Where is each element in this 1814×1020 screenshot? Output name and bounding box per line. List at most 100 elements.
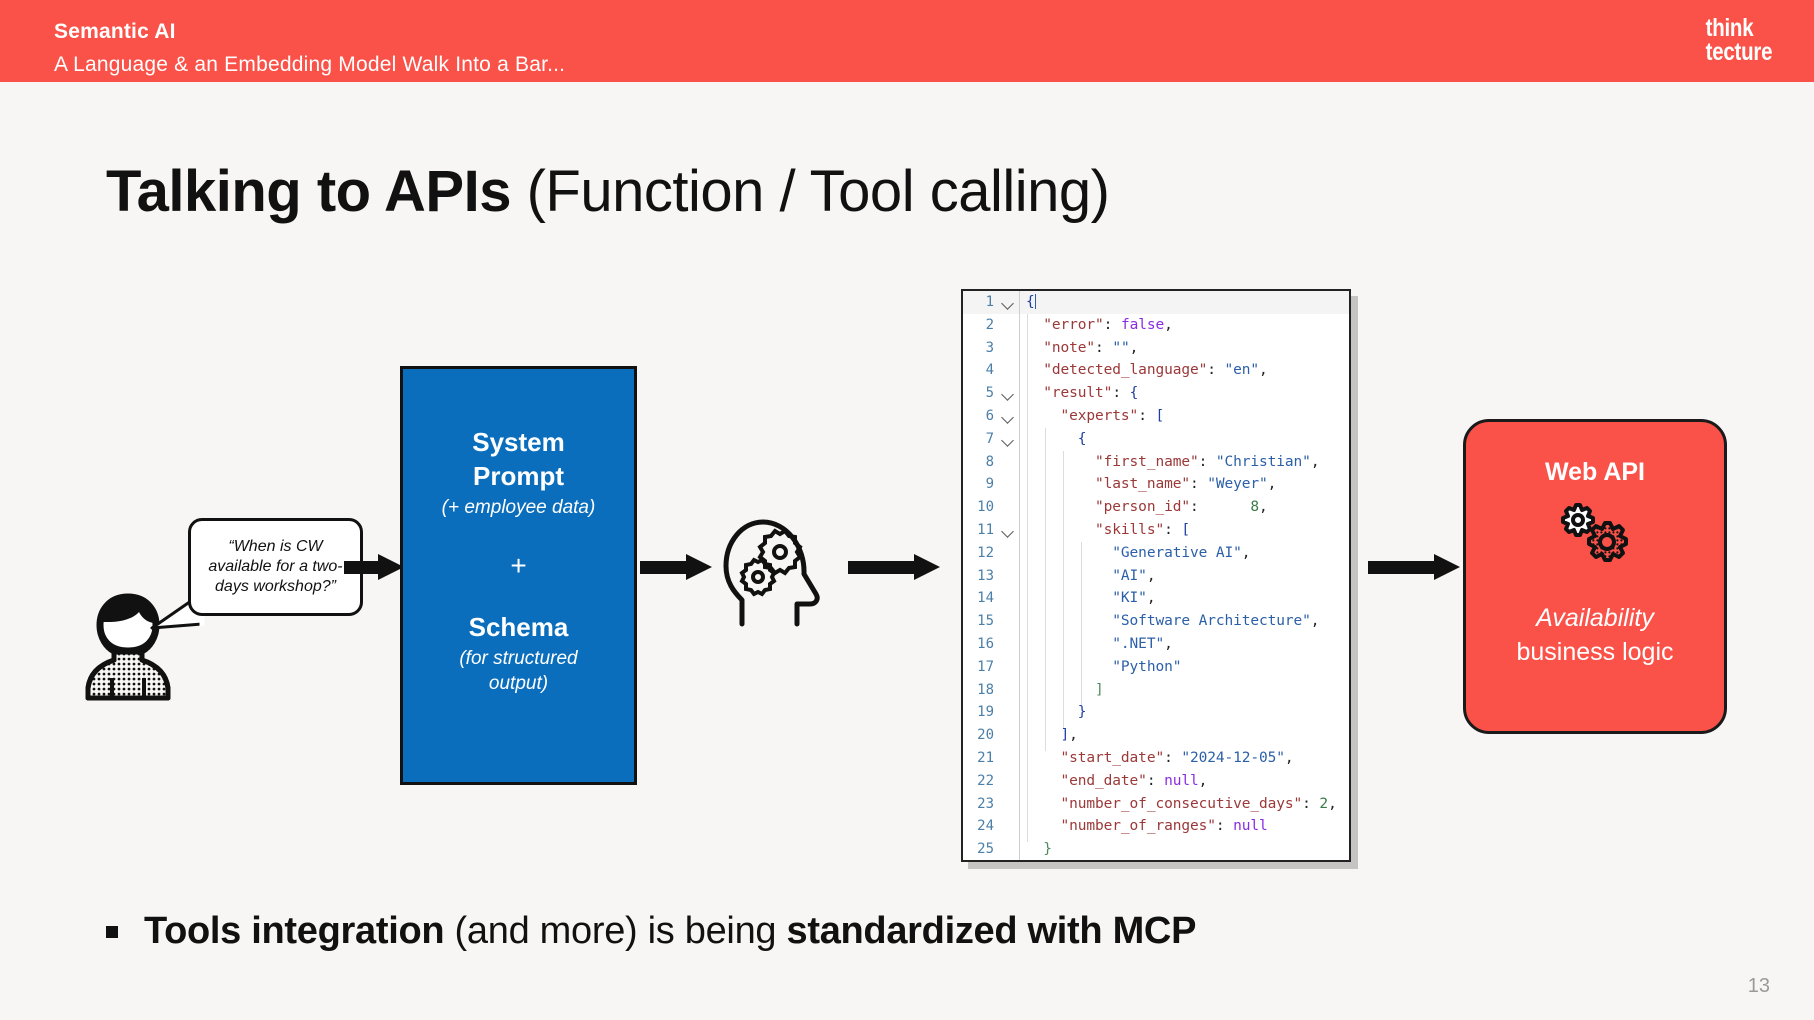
fold-chevron-icon[interactable] <box>999 382 1019 405</box>
code-text: "experts": [ <box>1026 407 1165 424</box>
code-line[interactable]: 4 "detected_language": "en", <box>963 359 1349 383</box>
gutter-separator <box>1019 450 1020 474</box>
code-line[interactable]: 6 "experts": [ <box>963 404 1349 428</box>
line-number: 12 <box>977 544 994 561</box>
plus-separator: + <box>510 550 527 581</box>
fold-spacer <box>999 793 1019 816</box>
logo-line-1: think <box>1705 14 1754 42</box>
code-line[interactable]: 10 "person_id": 8, <box>963 496 1349 519</box>
line-number: 23 <box>977 795 994 812</box>
schema-sub-line-1: (for structured <box>459 648 578 669</box>
code-line[interactable]: 19 } <box>963 701 1349 725</box>
gutter-separator <box>1019 382 1020 405</box>
code-text: "detected_language": "en", <box>1026 362 1268 379</box>
code-text: "Software Architecture", <box>1026 613 1320 630</box>
gutter-separator <box>1019 655 1020 679</box>
code-text: "error": false, <box>1026 316 1173 333</box>
bullet-bold-1: Tools integration <box>144 910 445 952</box>
code-line[interactable]: 14 "KI", <box>963 587 1349 611</box>
code-line[interactable]: 15 "Software Architecture", <box>963 610 1349 633</box>
gutter-separator <box>1019 724 1020 747</box>
fold-spacer <box>999 679 1019 702</box>
gutter-separator <box>1019 336 1020 360</box>
code-line[interactable]: 16 ".NET", <box>963 632 1349 656</box>
fold-spacer <box>999 610 1019 633</box>
fold-spacer <box>999 701 1019 724</box>
fold-spacer <box>999 724 1019 747</box>
code-line[interactable]: 9 "last_name": "Weyer", <box>963 473 1349 497</box>
code-line[interactable]: 8 "first_name": "Christian", <box>963 450 1349 474</box>
line-number: 10 <box>977 499 994 516</box>
page-number: 13 <box>1747 975 1770 997</box>
arrow-code-to-api <box>1368 554 1460 580</box>
bullet-regular: (and more) is being <box>444 910 787 952</box>
fold-spacer <box>999 473 1019 496</box>
fold-spacer <box>999 815 1019 838</box>
code-line[interactable]: 24 "number_of_ranges": null <box>963 815 1349 839</box>
code-line[interactable]: 13 "AI", <box>963 564 1349 588</box>
line-number: 4 <box>985 362 994 379</box>
code-text: } <box>1026 841 1052 858</box>
code-line[interactable]: 3 "note": "", <box>963 336 1349 360</box>
fold-spacer <box>999 747 1019 770</box>
gutter-separator <box>1019 427 1020 451</box>
code-line[interactable]: 18 ] <box>963 678 1349 702</box>
line-number: 19 <box>977 704 994 721</box>
line-number: 24 <box>977 818 994 835</box>
gutter-separator <box>1019 359 1020 383</box>
code-line[interactable]: 23 "number_of_consecutive_days": 2, <box>963 792 1349 816</box>
head-with-gears-icon <box>718 512 836 630</box>
code-line[interactable]: 21 "start_date": "2024-12-05", <box>963 746 1349 770</box>
line-number: 18 <box>977 681 994 698</box>
code-line[interactable]: 5 "result": { <box>963 382 1349 405</box>
line-number: 11 <box>977 521 994 538</box>
code-text: "first_name": "Christian", <box>1026 453 1320 470</box>
fold-spacer <box>999 314 1019 337</box>
line-number: 25 <box>977 841 994 858</box>
arrow-person-to-prompt <box>344 554 404 580</box>
code-line[interactable]: 20 ], <box>963 724 1349 747</box>
gutter-separator <box>1019 587 1020 611</box>
code-text: "AI", <box>1026 567 1156 584</box>
fold-chevron-icon[interactable] <box>999 405 1019 428</box>
fold-chevron-icon[interactable] <box>999 519 1019 542</box>
code-line[interactable]: 17 "Python" <box>963 655 1349 679</box>
line-number: 22 <box>977 772 994 789</box>
gutter-separator <box>1019 518 1020 542</box>
gutter-separator <box>1019 792 1020 816</box>
json-code-panel[interactable]: 1{2 "error": false,3 "note": "",4 "detec… <box>961 289 1351 862</box>
code-line[interactable]: 25 } <box>963 838 1349 860</box>
thinktecture-logo: think tecture <box>1705 14 1772 66</box>
header-subtitle: A Language & an Embedding Model Walk Int… <box>54 53 566 76</box>
code-line[interactable]: 7 { <box>963 427 1349 451</box>
gutter-separator <box>1019 701 1020 725</box>
system-prompt-heading-2: Prompt <box>473 461 564 491</box>
line-number: 16 <box>977 635 994 652</box>
code-text: "KI", <box>1026 590 1156 607</box>
web-api-box: Web API Availability business logic <box>1463 419 1727 734</box>
logo-line-2: tecture <box>1705 38 1772 66</box>
arrow-model-to-code <box>848 554 940 580</box>
code-line[interactable]: 2 "error": false, <box>963 313 1349 337</box>
schema-heading: Schema <box>468 612 569 642</box>
line-number: 20 <box>977 727 994 744</box>
code-line[interactable]: 22 "end_date": null, <box>963 769 1349 793</box>
code-text: "number_of_consecutive_days": 2, <box>1026 795 1337 812</box>
code-line[interactable]: 1{ <box>963 291 1349 314</box>
line-number: 1 <box>985 294 994 310</box>
gutter-separator <box>1019 610 1020 633</box>
fold-spacer <box>999 359 1019 382</box>
system-prompt-box: System Prompt (+ employee data) + Schema… <box>400 366 637 785</box>
fold-chevron-icon[interactable] <box>999 428 1019 451</box>
code-line[interactable]: 11 "skills": [ <box>963 518 1349 542</box>
fold-spacer <box>999 496 1019 519</box>
code-text: ], <box>1026 727 1078 744</box>
fold-chevron-icon[interactable] <box>999 291 1019 314</box>
code-line[interactable]: 12 "Generative AI", <box>963 541 1349 565</box>
code-text: "skills": [ <box>1026 521 1190 538</box>
code-text: "start_date": "2024-12-05", <box>1026 749 1294 766</box>
gutter-separator <box>1019 404 1020 428</box>
fold-spacer <box>999 838 1019 860</box>
fold-spacer <box>999 337 1019 360</box>
